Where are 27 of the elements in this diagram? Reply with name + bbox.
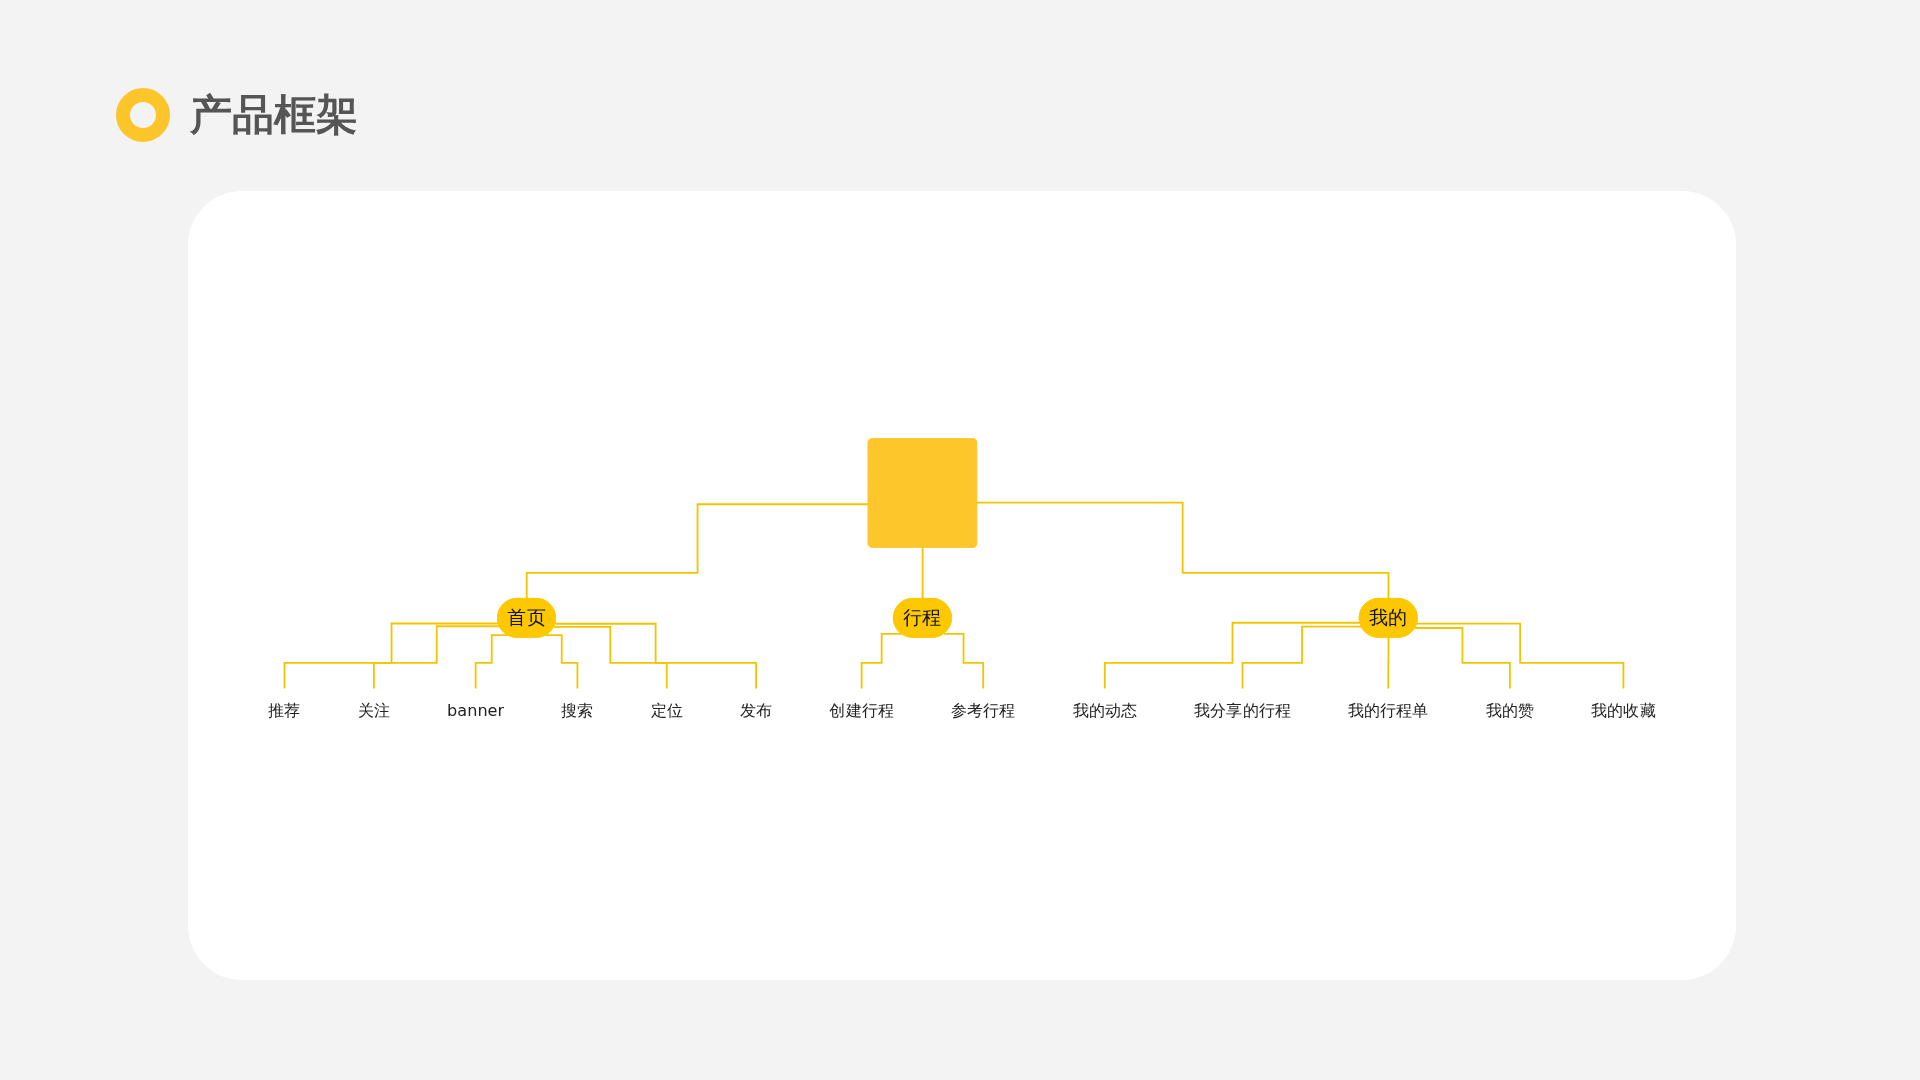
connector (1387, 636, 1390, 689)
node-text: 关注 (357, 701, 390, 720)
node-text: 我分享的行程 (1194, 701, 1291, 720)
connector (372, 624, 501, 689)
node-text: 参考行程 (950, 701, 1016, 720)
connector (1414, 626, 1511, 689)
node-text: 我的赞 (1485, 701, 1535, 720)
connector (1415, 622, 1625, 689)
node-text: 推荐 (268, 701, 301, 720)
title: 产品框架 (190, 89, 358, 141)
connector (283, 622, 500, 689)
node-text: 发布 (740, 701, 773, 720)
node-text: 我的动态 (1072, 701, 1138, 720)
node-text: 我的行程单 (1347, 701, 1429, 720)
connector (1241, 625, 1363, 689)
connector (860, 632, 903, 689)
node-text: 创建行程 (829, 701, 894, 720)
connector (942, 632, 985, 689)
connector (545, 633, 579, 689)
node-text: 定位 (650, 701, 683, 720)
node-text: banner (447, 701, 505, 720)
node-text: 我的收藏 (1591, 701, 1656, 720)
diagram-panel: 首页 行程 我的 推荐 关注 banner 搜索 定位 发布 创建行程 参考行程 我的动态 我分享的行程 我的行程单 我的赞 我的收藏 (188, 191, 1736, 980)
connector (554, 622, 758, 689)
connector (1103, 621, 1362, 689)
node-text: 搜索 (561, 701, 594, 720)
connector (552, 625, 668, 689)
